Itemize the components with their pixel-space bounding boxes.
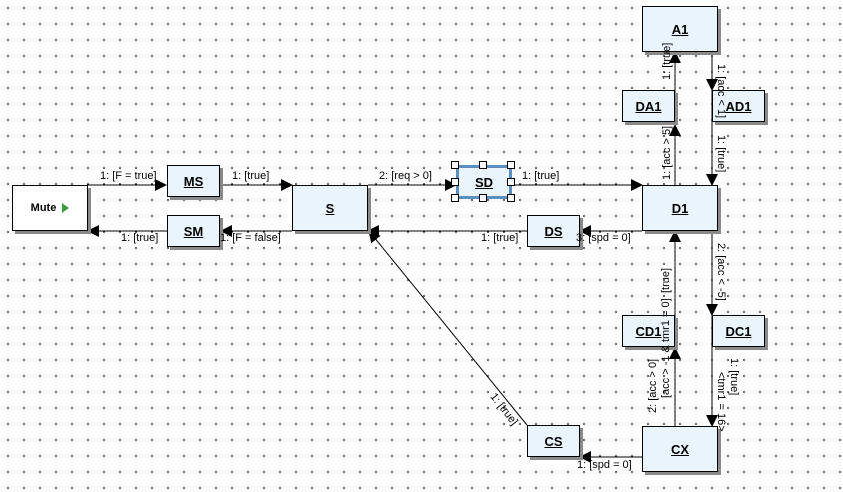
label-dc1-cx: 1: [true] [728,358,740,396]
label-s-sm: 1: [F = false] [220,232,281,244]
label-s-sd: 2: [req > 0] [379,170,432,182]
label-sm-mute: 1: [true] [121,232,159,244]
state-cd1-label: CD1 [635,323,662,339]
label-da1-a1: 1: [true] [661,42,673,80]
label-ad1-d1: 1: [true] [715,135,727,173]
state-d1-label: D1 [671,200,689,216]
state-ds[interactable]: DS [527,215,580,247]
state-cx[interactable]: CX [642,426,718,472]
state-dc1-label: DC1 [725,323,752,339]
state-cx-label: CX [670,441,690,457]
state-s-label: S [325,200,335,216]
state-dc1[interactable]: DC1 [712,315,765,347]
state-s[interactable]: S [292,185,368,231]
state-ms[interactable]: MS [167,165,220,197]
label-a1-ad1: 1: [acc < 1] [715,64,727,119]
label-d1-dc1: 2: [acc < -5] [715,243,727,301]
state-cs-label: CS [544,433,563,449]
state-ad1-label: AD1 [725,98,752,114]
resize-handle-sw[interactable] [451,194,459,202]
play-icon[interactable] [62,203,70,213]
state-a1[interactable]: A1 [642,6,718,52]
state-ms-label: MS [183,173,204,189]
state-sm[interactable]: SM [167,215,220,247]
state-mute-label: Mute [30,202,57,214]
state-da1-label: DA1 [635,98,662,114]
label-cx-cd1-guard: [acc > -1 & tmr1 = 0] [660,298,672,398]
state-ad1[interactable]: AD1 [712,90,765,122]
resize-handle-e[interactable] [507,178,515,186]
label-mute-ms: 1: [F = true] [100,170,157,182]
state-a1-label: A1 [671,21,689,37]
label-cd1-d1: [true] [660,267,672,293]
state-sd-label: SD [474,174,494,190]
label-d1-ds: 3: [spd = 0] [576,232,631,244]
label-cx-cd1: 2: [acc > 0] [647,358,659,413]
label-sd-d1: 1: [true] [522,170,560,182]
resize-handle-ne[interactable] [507,161,515,169]
resize-handle-n[interactable] [479,161,487,169]
state-ds-label: DS [544,223,563,239]
label-ds-s: 1: [true] [481,232,519,244]
state-da1[interactable]: DA1 [622,90,675,122]
label-ms-s: 1: [true] [232,170,270,182]
edge-cs-s[interactable] [368,230,528,426]
label-dc1-cx-action: <tmr1 = 16> [715,372,727,432]
resize-handle-se[interactable] [507,194,515,202]
state-cd1[interactable]: CD1 [622,315,675,347]
state-mute[interactable]: Mute [12,185,88,231]
resize-handle-s[interactable] [479,194,487,202]
resize-handle-nw[interactable] [451,161,459,169]
label-cx-cs: 1: [spd = 0] [577,459,632,471]
resize-handle-w[interactable] [451,178,459,186]
state-sm-label: SM [183,223,204,239]
label-d1-da1: 1: [acc > 5] [661,125,673,180]
state-d1[interactable]: D1 [642,185,718,231]
state-cs[interactable]: CS [527,425,580,457]
